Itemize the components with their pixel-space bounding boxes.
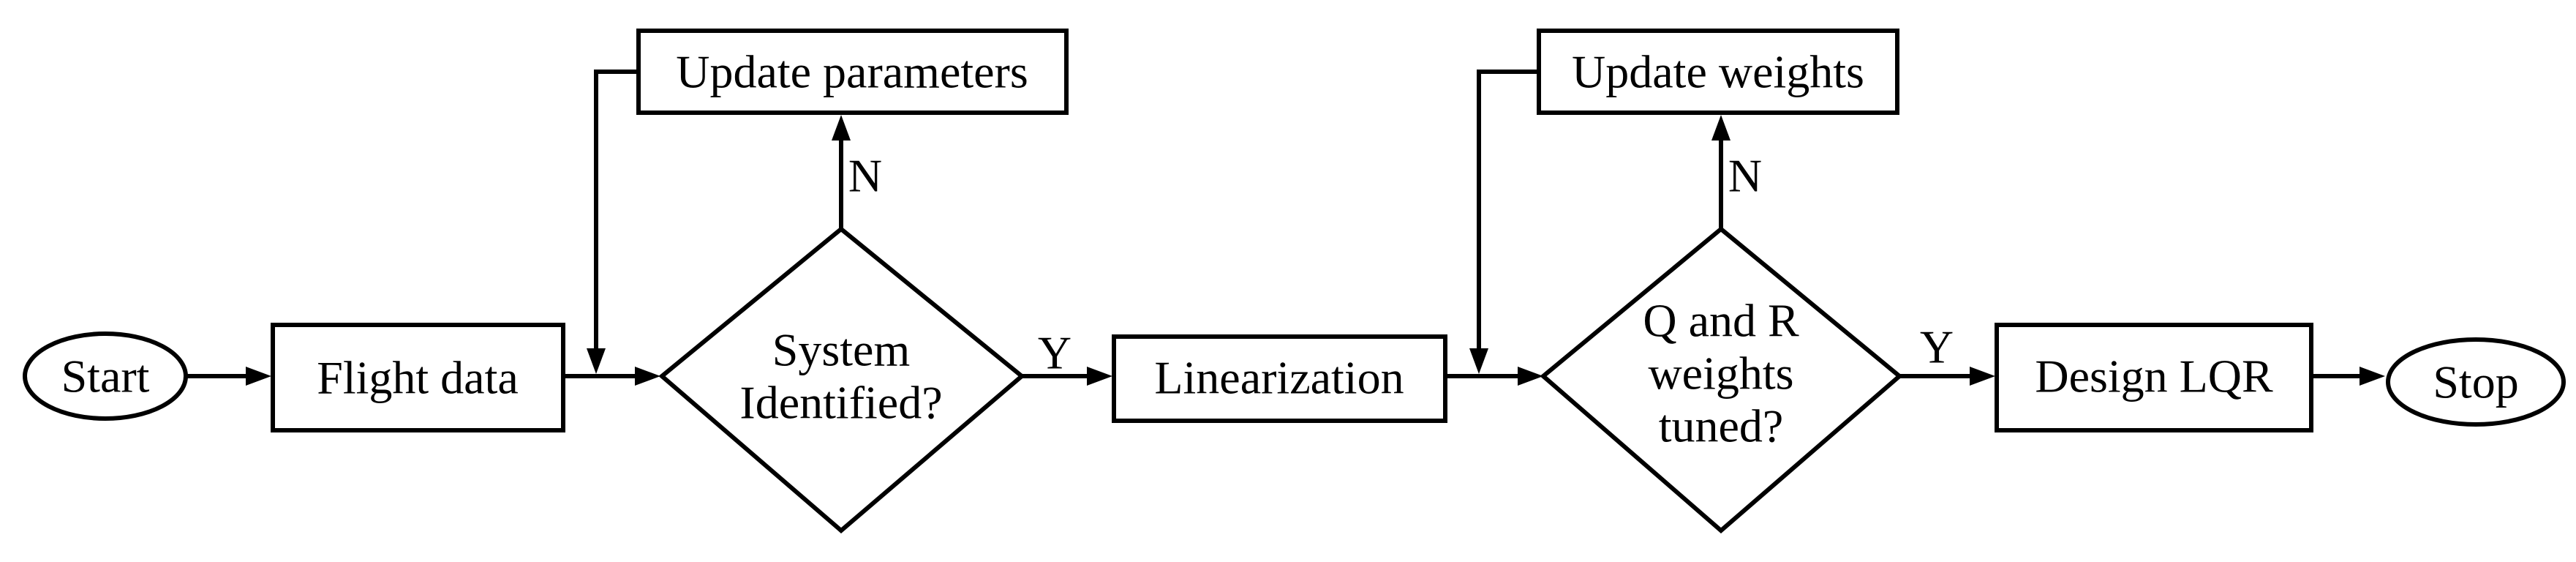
node-linearization: Linearization: [1112, 334, 1447, 423]
start-terminal-shape: [23, 331, 188, 421]
system-identified-label-line-2: Identified?: [739, 377, 942, 429]
weights-tuned-label-line-3: tuned?: [1659, 400, 1784, 452]
arrowhead-linearization-to-weights-tuned: [1518, 367, 1543, 386]
start-label: Start: [61, 351, 150, 402]
stop-terminal-shape: [2386, 337, 2566, 427]
node-design-lqr: Design LQR: [1995, 323, 2313, 432]
edge-labels: Y N Y N: [848, 150, 1954, 379]
stop-label: Stop: [2433, 356, 2518, 408]
connectors: [187, 70, 2385, 386]
arrowhead-flight-data-to-system-identified: [635, 367, 660, 386]
arrowhead-start-to-flight-data: [246, 367, 271, 386]
connector-update-weights-loopback: [1477, 70, 1539, 350]
linearization-box: [1112, 334, 1447, 423]
flight-data-label: Flight data: [317, 352, 519, 404]
system-identified-no-label: N: [848, 150, 882, 202]
arrowhead-update-weights-loopback: [1469, 348, 1488, 374]
arrowhead-system-identified-to-linearization: [1087, 367, 1112, 386]
node-flight-data: Flight data: [271, 323, 565, 432]
node-start: Start: [23, 331, 188, 421]
node-weights-tuned: Q and R weights tuned?: [1540, 226, 1903, 533]
weights-tuned-label-line-2: weights: [1648, 348, 1793, 400]
arrowhead-update-parameters-loopback: [587, 348, 606, 374]
design-lqr-box: [1995, 323, 2313, 432]
node-update-parameters: Update parameters: [636, 29, 1069, 115]
update-weights-label: Update weights: [1572, 46, 1864, 98]
flight-data-box: [271, 323, 565, 432]
node-system-identified: System Identified?: [658, 226, 1025, 533]
update-weights-box: [1537, 29, 1899, 115]
arrowhead-design-lqr-to-stop: [2360, 367, 2385, 386]
node-stop: Stop: [2386, 337, 2566, 427]
update-parameters-box: [636, 29, 1069, 115]
system-identified-decision-shape: [658, 226, 1025, 533]
arrowhead-system-identified-to-update-parameters: [832, 115, 851, 140]
arrowhead-weights-tuned-to-design-lqr: [1970, 367, 1995, 386]
connector-update-parameters-loopback: [594, 70, 639, 350]
weights-tuned-label-line-1: Q and R: [1643, 295, 1799, 347]
system-identified-label-line-1: System: [772, 324, 910, 376]
design-lqr-label: Design LQR: [2035, 351, 2273, 402]
system-identified-yes-label: Y: [1038, 327, 1072, 379]
weights-tuned-no-label: N: [1728, 150, 1762, 202]
weights-tuned-yes-label: Y: [1920, 321, 1954, 373]
update-parameters-label: Update parameters: [676, 46, 1028, 98]
linearization-label: Linearization: [1154, 352, 1404, 404]
weights-tuned-decision-shape: [1540, 226, 1903, 533]
arrowhead-weights-tuned-to-update-weights: [1711, 115, 1730, 140]
node-update-weights: Update weights: [1537, 29, 1899, 115]
